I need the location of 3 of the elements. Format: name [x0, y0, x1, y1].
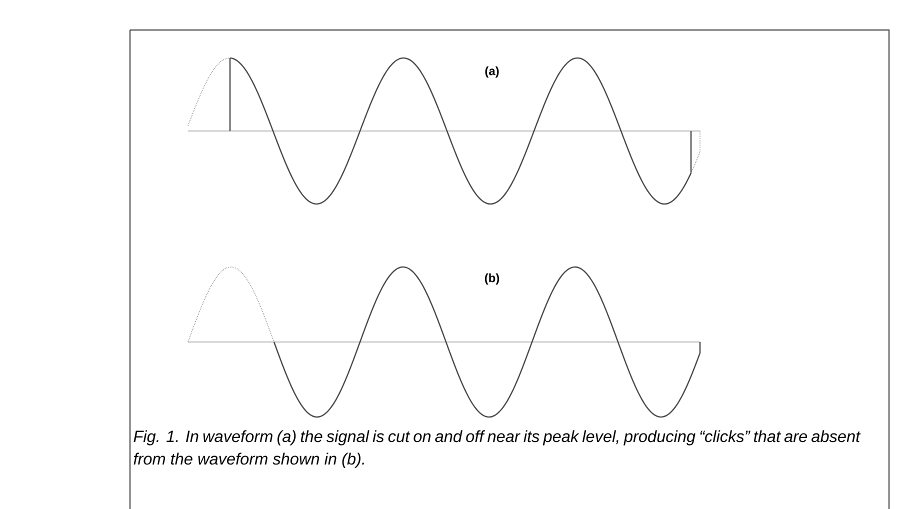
- caption: Fig. 1. In waveform (a) the signal is cut on and off near its peak level, producing “clicks” that are absent from the waveform shown in (b).: [134, 430, 861, 468]
- panel-label: (a): [485, 66, 499, 78]
- panel-label: (b): [484, 273, 500, 285]
